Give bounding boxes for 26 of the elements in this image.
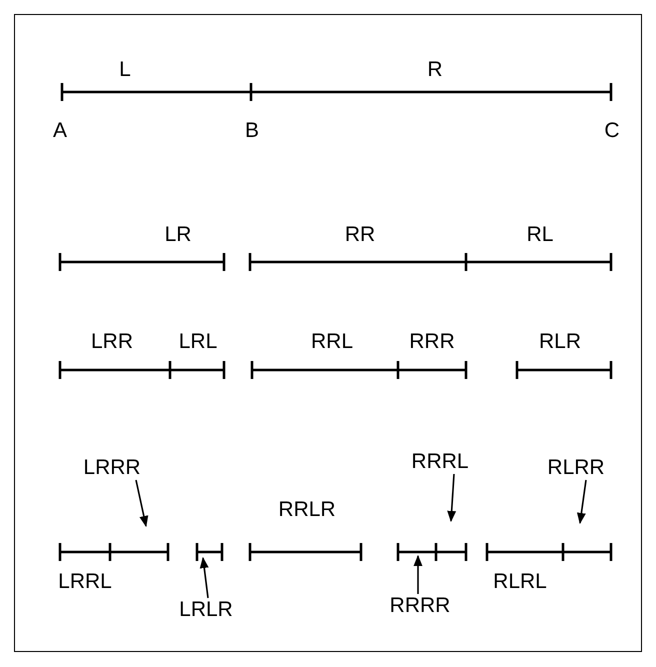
point-label: B (245, 120, 259, 142)
segment-label: RLRL (493, 571, 547, 593)
leader-arrow (414, 554, 422, 594)
leader-arrow (447, 474, 456, 522)
point-label: C (604, 120, 620, 142)
segment-label: RLRR (547, 457, 605, 479)
leader-arrow (200, 556, 209, 598)
point-label: A (53, 120, 67, 142)
segment-label: LRRL (58, 571, 112, 593)
segment-label: RLR (539, 331, 581, 353)
segment-label: RRLR (278, 499, 336, 521)
segment-label: LRR (91, 331, 133, 353)
segment-label: RRR (409, 331, 455, 353)
leader-arrow (135, 480, 148, 528)
segment-label: RRL (311, 331, 353, 353)
segment-label: LRLR (179, 599, 233, 621)
segment-label: LRRR (83, 457, 141, 479)
segment-label: RRRL (411, 451, 469, 473)
segment-label: RL (526, 224, 554, 246)
segment-label: R (427, 59, 443, 81)
leader-arrow (576, 480, 587, 524)
segment-label: RR (344, 224, 376, 246)
segment-label: RRRR (390, 595, 450, 617)
segment-label: LR (164, 224, 192, 246)
segment-label: L (119, 59, 131, 81)
segment-label: LRL (178, 331, 218, 353)
